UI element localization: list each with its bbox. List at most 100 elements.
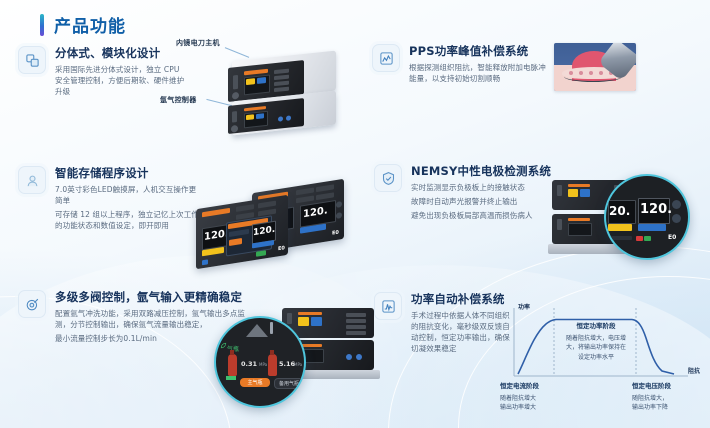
panel-knob[interactable]: [232, 91, 239, 100]
chart-power-curve: [517, 318, 675, 375]
annotation-line: 随阻抗增大，: [632, 394, 669, 402]
gas-leaf-icon: [220, 342, 227, 349]
mag-value-box: [638, 198, 670, 224]
feature-title: 功率自动补偿系统: [411, 292, 505, 306]
page-header: 产品功能: [40, 12, 126, 37]
feature-desc-line: 实时监测显示负极板上的接触状态: [411, 183, 525, 192]
annotation-constant-current-phase: 恒定电流阶段 随着阻抗增大 输出功率增大: [500, 382, 572, 413]
panel2-blue-button[interactable]: [278, 116, 283, 122]
screen-tab[interactable]: [296, 195, 314, 204]
screen-eo-label: E0: [278, 245, 285, 253]
gas-bottle-backup: [268, 354, 277, 376]
feature-desc: 实时监测显示负极板上的接触状态 故障时自动声光报警并终止输出 避免出现负极板局部…: [411, 182, 551, 221]
screen-orange-tab[interactable]: [202, 207, 230, 218]
device3-yellow-display: [298, 317, 309, 326]
screen-tab[interactable]: [258, 200, 276, 209]
feature-text: 分体式、模块化设计 采用国际先进分体式设计，独立 CPU 安全管理控制，方便后期…: [55, 46, 188, 97]
feature-title: 多级多阀控制，氩气输入更精确稳定: [55, 290, 243, 304]
panel-button[interactable]: [274, 86, 289, 93]
device3-blue-button[interactable]: [346, 354, 352, 360]
device3-button[interactable]: [346, 331, 366, 335]
header-accent-bar: [40, 13, 44, 36]
feature-desc: 手术过程中依据人体不同组织的阻抗变化，毫秒级双反馈自动控制，恒定功率输出，确保切…: [411, 310, 514, 354]
callout-argon-label: 氩气控制器: [160, 96, 197, 104]
device3-side-strip: [287, 313, 292, 324]
gas-bottle-label: 气瓶: [227, 344, 239, 353]
annotation-line: 随着阻抗增大，电压增: [565, 334, 626, 342]
annotation-line: 随着阻抗增大: [500, 394, 537, 402]
feature-title: 分体式、模块化设计: [55, 46, 161, 60]
feature-text: 多级多阀控制，氩气输入更精确稳定 配置氩气冲洗功能，采用双路减压控制，氩气输出多…: [55, 290, 258, 344]
feature-desc-line: 手术过程中依据人体不同组织的阻抗变化，毫秒级双反馈自动控制，恒定功率输出，确保切…: [411, 311, 510, 353]
feature-block-nemsy-system: NEMSY中性电极检测系统 实时监测显示负极板上的接触状态 故障时自动声光报警并…: [374, 164, 564, 221]
feature-text: 功率自动补偿系统 手术过程中依据人体不同组织的阻抗变化，毫秒级双反馈自动控制，恒…: [411, 292, 514, 354]
annotation-line: 输出功率下降: [632, 404, 669, 411]
device2-display: [568, 223, 592, 236]
feature-desc-line: 避免出现负极板局部高温而损伤病人: [411, 211, 533, 220]
feature-title: PPS功率峰值补偿系统: [409, 44, 529, 58]
screen-round-button[interactable]: [336, 201, 342, 208]
panel2-display-blue: [256, 113, 264, 120]
feature-desc: 配置氩气冲洗功能，采用双路减压控制，氩气输出多点监测，分节控制输出，确保氩气流量…: [55, 308, 258, 344]
screen-tab[interactable]: [316, 184, 334, 193]
device3-orange-bar: [298, 312, 322, 315]
panel-display-yellow: [246, 78, 255, 86]
feature-desc-line: 根据探测组织阻抗，智能释放附加电脉冲能量，以支持初始切割顺畅: [409, 63, 546, 83]
panel-button[interactable]: [274, 74, 289, 81]
tissue-snare-wire: [564, 71, 622, 82]
device2-side-strip: [557, 185, 562, 196]
screen-tab[interactable]: [296, 187, 314, 196]
feature-desc: 采用国际先进分体式设计，独立 CPU 安全管理控制，方便后期软、硬件维护升级: [55, 64, 188, 97]
feature-desc-line: 采用国际先进分体式设计，独立 CPU 安全管理控制，方便后期软、硬件维护升级: [55, 65, 185, 96]
gas-backup-bottle-button[interactable]: 备用气瓶: [274, 378, 304, 389]
panel-side-strip: [233, 74, 238, 90]
device3-button[interactable]: [346, 319, 366, 323]
page-title: 产品功能: [54, 17, 126, 37]
feature-text: PPS功率峰值补偿系统 根据探测组织阻抗，智能释放附加电脉冲能量，以支持初始切割…: [409, 44, 552, 84]
device3-button[interactable]: [346, 313, 366, 317]
mag-blue-tag[interactable]: [638, 224, 666, 231]
feature-text: 智能存储程序设计 7.0英寸彩色LED触摸屏，人机交互操作更简单 可存储 12 …: [55, 166, 200, 231]
feature-block-modular-design: 分体式、模块化设计 采用国际先进分体式设计，独立 CPU 安全管理控制，方便后期…: [18, 46, 188, 97]
tissue-illustration: [554, 43, 636, 91]
annotation-line: 设定功率水平: [577, 353, 614, 361]
annotation-title: 恒定电压阶段: [632, 382, 671, 390]
feature-desc-line: 可存储 12 组以上程序，独立记忆上次工作的功能状态和数值设定，即开即用: [55, 210, 199, 230]
gas-level-bar: [226, 376, 236, 380]
up-arrow-icon[interactable]: [246, 324, 268, 337]
device2-side-strip: [557, 219, 562, 230]
gas-value-left: 0.31: [241, 360, 258, 368]
annotation-title: 恒定功率阶段: [576, 322, 616, 330]
touch-hand-icon: [18, 166, 46, 194]
feature-block-power-compensation: 功率自动补偿系统 手术过程中依据人体不同组织的阻抗变化，毫秒级双反馈自动控制，恒…: [374, 292, 514, 354]
device-screen-front: 120. 120. E0: [196, 194, 288, 270]
feature-text: NEMSY中性电极检测系统 实时监测显示负极板上的接触状态 故障时自动声光报警并…: [411, 164, 551, 221]
panel-button[interactable]: [274, 68, 289, 75]
device2-orange-bar: [568, 184, 590, 187]
screen-tab[interactable]: [316, 192, 334, 201]
feature-desc-line: 故障时自动声光报警并终止输出: [411, 197, 518, 206]
mag-yellow-tag[interactable]: [608, 224, 632, 231]
screen-eo-label: E0: [332, 229, 339, 237]
mag-round-button[interactable]: [672, 214, 681, 223]
mag-status-green: [644, 236, 651, 241]
panel2-knob[interactable]: [231, 124, 238, 133]
panel-indicator-bar: [270, 322, 273, 334]
power-compensation-chart: 功率 阻抗 恒定功率阶段 随着阻抗增大，电压增 大，将输出功率保持在 设定功率水…: [492, 300, 706, 420]
screen-tab[interactable]: [236, 204, 254, 212]
panel2-blue-button[interactable]: [286, 115, 291, 121]
gas-bottle-main-neck: [230, 350, 234, 355]
device3-orange-bar: [298, 344, 322, 347]
panel-button[interactable]: [274, 80, 289, 87]
gas-bottle-backup-neck: [270, 350, 274, 355]
screen-round-button[interactable]: [336, 212, 342, 219]
annotation-title: 恒定电流阶段: [500, 382, 539, 390]
gas-main-bottle-button[interactable]: 主气瓶: [240, 378, 270, 387]
device3-blue-button[interactable]: [356, 354, 362, 360]
mag-footer-label: [610, 236, 632, 240]
mag-round-button[interactable]: [672, 200, 681, 209]
device-photo-gas-controller: 气瓶 0.31 MPa 5.16 MPa 主气瓶 备用气瓶: [214, 306, 394, 408]
mag-value-20: 20.: [609, 204, 631, 218]
device3-button[interactable]: [346, 325, 366, 329]
